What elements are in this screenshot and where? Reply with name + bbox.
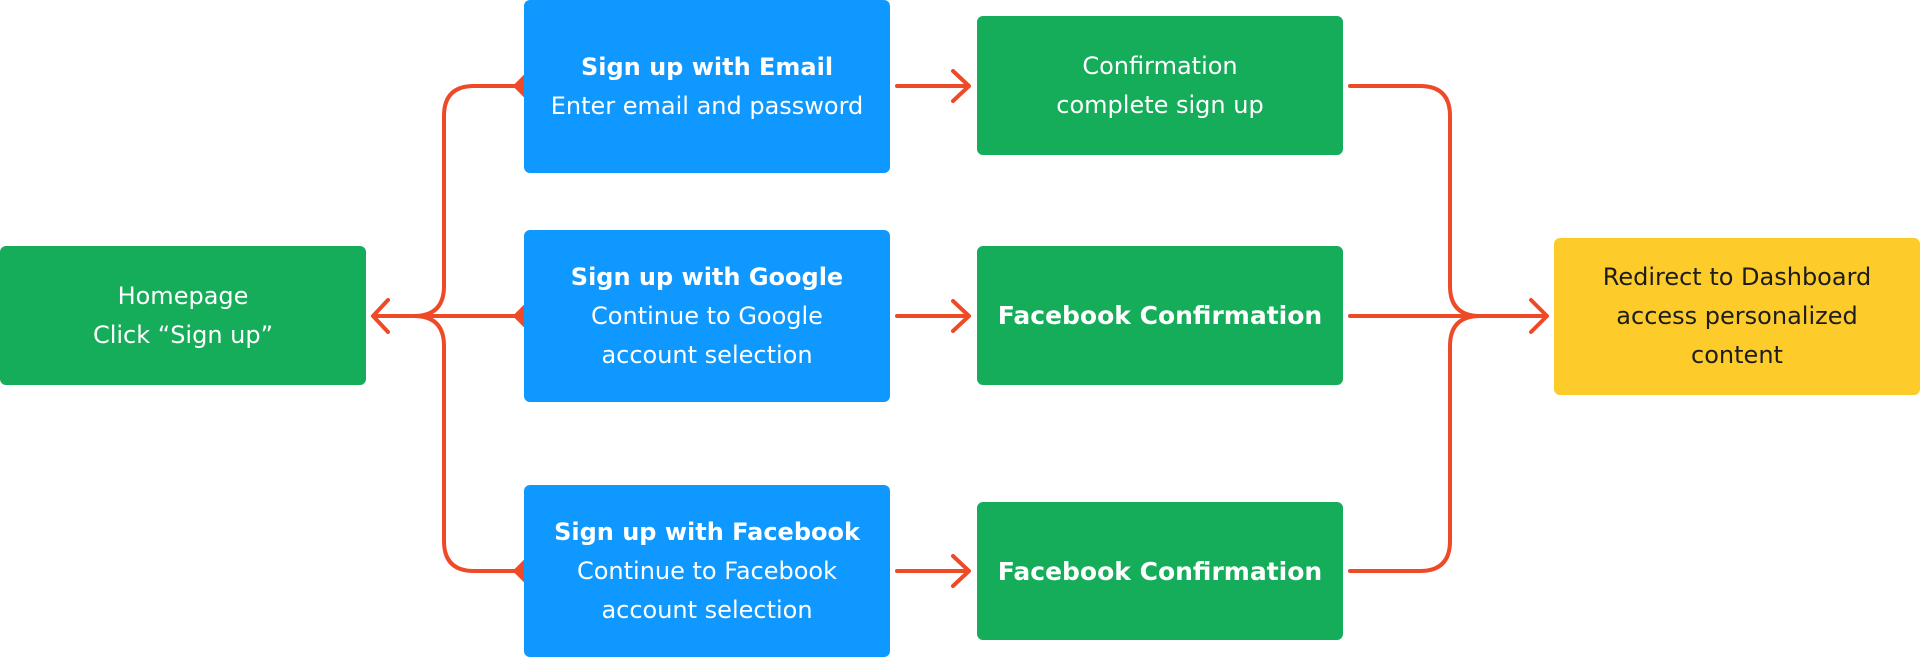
signup-email-node[interactable]: Sign up with Email Enter email and passw…: [524, 0, 890, 173]
signup-google-title: Sign up with Google: [570, 262, 844, 291]
signup-facebook-node[interactable]: Sign up with Facebook Continue to Facebo…: [524, 485, 890, 657]
dashboard-line3: content: [1691, 341, 1783, 369]
homepage-line2: Click “Sign up”: [92, 320, 274, 349]
connector-confirm-email-dashboard: [1348, 84, 1547, 318]
connector-homepage-email: [372, 84, 526, 318]
connector-homepage-facebook: [372, 314, 526, 573]
signup-google-line1: Continue to Google: [591, 301, 823, 330]
signup-google-line2: account selection: [601, 340, 813, 369]
confirm-facebook-node[interactable]: Facebook Confirmation: [977, 502, 1343, 640]
arrowhead-homepage: [371, 298, 390, 334]
signup-facebook-line1: Continue to Facebook: [576, 556, 838, 585]
confirm-email-node[interactable]: Confirmation complete sign up: [977, 16, 1343, 155]
signup-email-title: Sign up with Email: [580, 52, 834, 81]
dashboard-node[interactable]: Redirect to Dashboard access personalize…: [1554, 238, 1920, 395]
dashboard-line2: access personalized: [1616, 302, 1858, 330]
confirm-email-line1: Confirmation: [1082, 51, 1238, 80]
homepage-node[interactable]: Homepage Click “Sign up”: [0, 246, 366, 385]
signup-facebook-line2: account selection: [601, 595, 813, 624]
confirm-email-line2: complete sign up: [1056, 90, 1264, 119]
confirm-google-title: Facebook Confirmation: [997, 301, 1323, 330]
arrowhead-facebook-confirm: [951, 554, 971, 588]
arrowhead-google-confirm: [951, 299, 971, 333]
signup-email-line1: Enter email and password: [550, 91, 864, 120]
dashboard-line1: Redirect to Dashboard: [1602, 263, 1872, 291]
signup-google-node[interactable]: Sign up with Google Continue to Google a…: [524, 230, 890, 402]
confirm-facebook-title: Facebook Confirmation: [997, 556, 1323, 586]
confirm-google-node[interactable]: Facebook Confirmation: [977, 246, 1343, 385]
arrowhead-dashboard: [1529, 298, 1549, 334]
connector-confirm-facebook-dashboard: [1348, 314, 1482, 573]
homepage-line1: Homepage: [117, 281, 249, 310]
arrowhead-email-confirm: [951, 69, 971, 103]
signup-facebook-title: Sign up with Facebook: [554, 517, 860, 546]
